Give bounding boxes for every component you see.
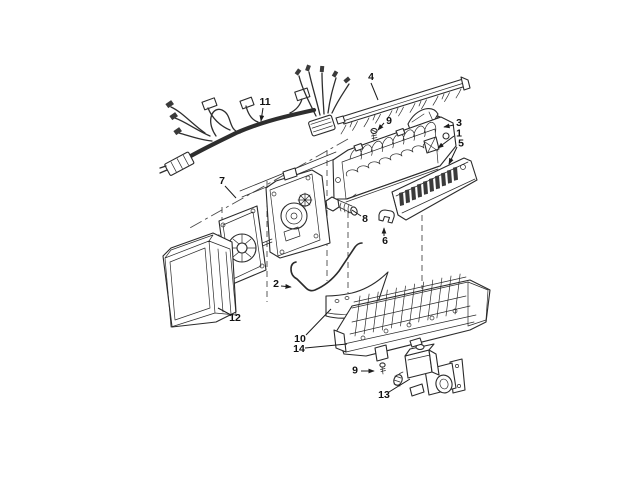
leader-lines — [217, 82, 458, 393]
callout-1: 1 — [456, 128, 462, 140]
clip — [378, 209, 395, 224]
wire-harness — [159, 64, 351, 176]
callout-10: 10 — [294, 333, 306, 345]
cover — [391, 157, 478, 221]
fin-strip — [335, 76, 471, 135]
screw-bottom — [379, 362, 386, 375]
callout-9-bottom: 9 — [352, 365, 358, 377]
callout-12: 12 — [229, 312, 241, 324]
callout-3: 3 — [456, 117, 462, 129]
front-cover-box — [162, 232, 237, 328]
callout-4: 4 — [368, 71, 374, 83]
callout-8: 8 — [362, 213, 368, 225]
callout-13: 13 — [378, 389, 390, 401]
mold-body — [332, 116, 457, 203]
water-valve — [393, 337, 466, 397]
module-housing — [265, 167, 331, 259]
callout-2: 2 — [273, 278, 279, 290]
callout-9-top: 9 — [386, 115, 392, 127]
shutoff-arm — [290, 242, 363, 292]
callout-6: 6 — [382, 235, 388, 247]
coupling — [325, 193, 358, 216]
callout-labels: 1 2 3 4 5 6 7 8 9 9 10 11 12 13 14 — [219, 71, 464, 401]
crusher-tray — [333, 273, 491, 362]
callout-11: 11 — [259, 96, 270, 108]
callout-7: 7 — [219, 175, 225, 187]
screw-top — [370, 127, 378, 142]
callout-5: 5 — [458, 138, 464, 150]
callout-14: 14 — [293, 343, 305, 355]
